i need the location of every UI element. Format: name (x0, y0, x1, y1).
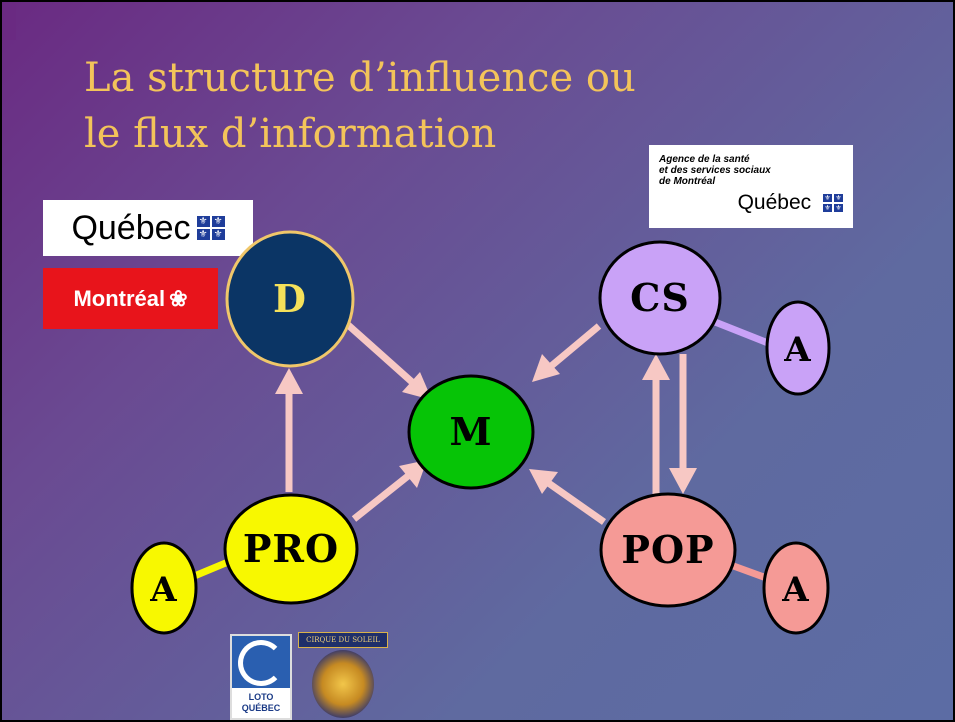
agence-quebec-line: Québec ⚜⚜ ⚜⚜ (738, 191, 843, 215)
node-a-pro-label: A (149, 570, 177, 610)
node-cs-label: CS (630, 275, 690, 320)
agence-quebec-text: Québec (737, 191, 812, 214)
node-d: D (225, 230, 355, 368)
slide-title: La structure d’influence ou le flux d’in… (84, 50, 636, 162)
node-a-pop: A (762, 541, 830, 635)
corner-accent (2, 2, 16, 40)
title-line-1: La structure d’influence ou (84, 55, 636, 101)
cirque-du-soleil-logo: CIRQUE DU SOLEIL (298, 632, 388, 720)
agence-text: Agence de la santé et des services socia… (659, 154, 771, 187)
quebec-flag-icon: ⚜⚜ ⚜⚜ (823, 194, 843, 213)
montreal-logo-text: Montréal (73, 285, 166, 311)
node-a-cs: A (765, 300, 831, 396)
node-pro: PRO (223, 493, 359, 605)
agence-line-2: et des services sociaux (659, 165, 771, 176)
node-pop: POP (599, 492, 737, 608)
node-m-label: M (449, 409, 492, 454)
connector-pro-a (190, 558, 230, 581)
cirque-banner: CIRQUE DU SOLEIL (298, 632, 388, 648)
title-line-2: le flux d’information (84, 111, 497, 157)
arrow-cs-to-pop (669, 354, 697, 494)
arrow-pro-to-m (351, 460, 427, 522)
loto-swirl-icon (238, 640, 284, 686)
arrow-cs-to-m (532, 323, 602, 382)
arrow-pop-to-cs (642, 354, 670, 494)
arrow-pop-to-m (529, 469, 607, 525)
connector-cs-a (708, 316, 770, 347)
node-m: M (407, 374, 535, 490)
loto-line-1: LOTO (248, 692, 274, 702)
node-a-cs-label: A (783, 330, 811, 370)
node-pro-label: PRO (243, 526, 339, 571)
montreal-flower-icon: ❀ (169, 285, 188, 311)
quebec-logo: Québec ⚜⚜ ⚜⚜ (43, 200, 253, 256)
node-cs: CS (598, 240, 722, 356)
agence-line-3: de Montréal (659, 176, 716, 187)
agence-sante-logo: Agence de la santé et des services socia… (649, 145, 853, 228)
node-pop-label: POP (621, 527, 714, 572)
loto-quebec-logo: LOTO QUÉBEC (230, 634, 292, 720)
quebec-flag-icon: ⚜⚜ ⚜⚜ (196, 216, 225, 240)
agence-line-1: Agence de la santé (659, 154, 750, 165)
arrow-d-to-m (344, 321, 432, 400)
node-a-pro: A (130, 541, 198, 635)
loto-line-2: QUÉBEC (241, 703, 281, 713)
sun-icon (312, 650, 374, 718)
loto-label: LOTO QUÉBEC (232, 688, 290, 718)
arrow-pro-to-d (275, 368, 303, 492)
node-d-label: D (273, 276, 307, 321)
node-a-pop-label: A (781, 570, 809, 610)
montreal-logo: Montréal ❀ (43, 268, 218, 329)
quebec-logo-text: Québec (71, 208, 191, 247)
